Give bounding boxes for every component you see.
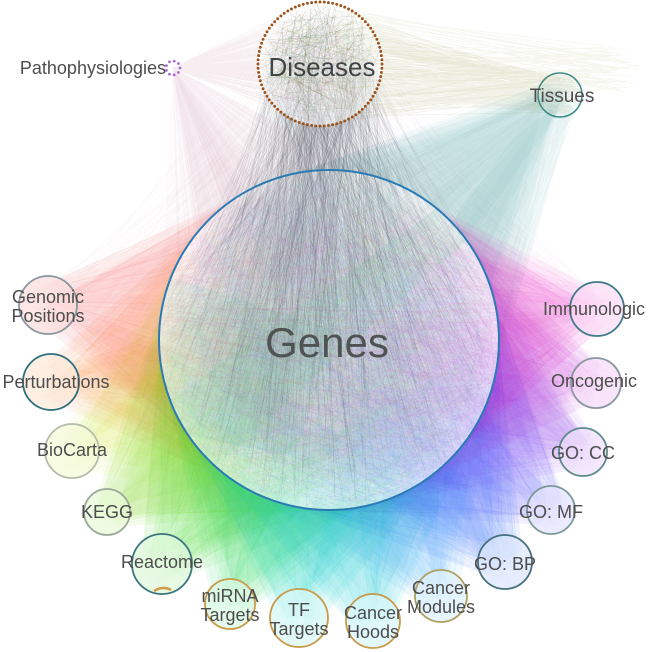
svg-text:BioCarta: BioCarta: [37, 440, 108, 460]
svg-text:Immunologic: Immunologic: [543, 299, 645, 319]
svg-text:KEGG: KEGG: [81, 502, 133, 522]
svg-text:Pathophysiologies: Pathophysiologies: [20, 58, 166, 78]
svg-text:Cancer: Cancer: [412, 578, 470, 598]
svg-text:Modules: Modules: [407, 597, 475, 617]
svg-text:Targets: Targets: [200, 605, 259, 625]
svg-text:miRNA: miRNA: [202, 586, 259, 606]
svg-text:Tissues: Tissues: [530, 86, 595, 107]
svg-text:GO: MF: GO: MF: [519, 502, 583, 522]
svg-text:Perturbations: Perturbations: [2, 372, 109, 392]
svg-text:Hoods: Hoods: [347, 622, 399, 642]
svg-text:Cancer: Cancer: [344, 603, 402, 623]
svg-text:Diseases: Diseases: [269, 52, 376, 82]
svg-text:Reactome: Reactome: [121, 552, 203, 572]
svg-text:Targets: Targets: [269, 619, 328, 639]
svg-text:Oncogenic: Oncogenic: [551, 371, 637, 391]
svg-text:TF: TF: [288, 600, 310, 620]
svg-text:GO: BP: GO: BP: [474, 554, 536, 574]
svg-text:GO: CC: GO: CC: [551, 443, 615, 463]
svg-text:Positions: Positions: [11, 306, 84, 326]
svg-text:Genes: Genes: [265, 319, 389, 366]
svg-text:Genomic: Genomic: [12, 287, 84, 307]
